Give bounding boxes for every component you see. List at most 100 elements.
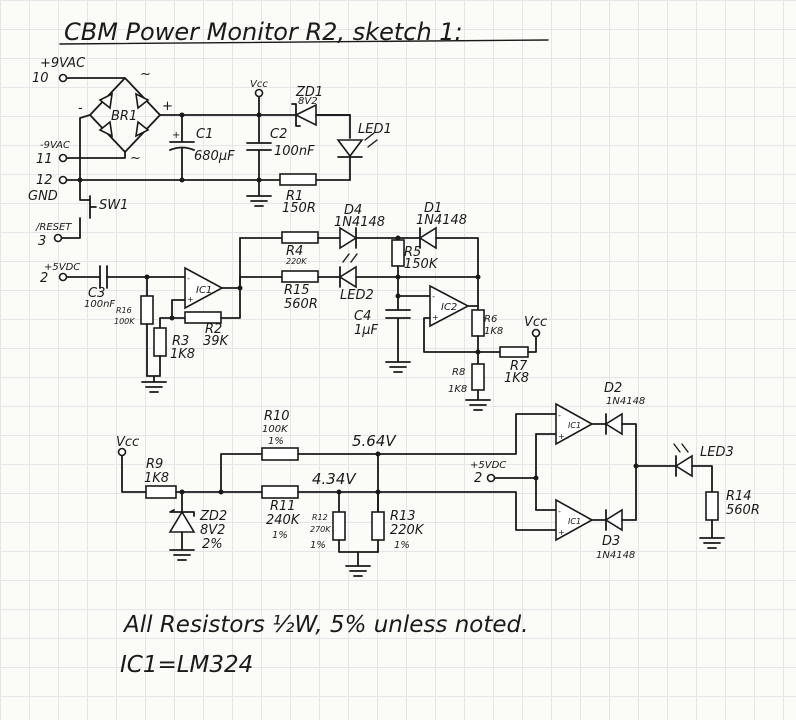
r9-name: R9 (146, 457, 163, 472)
zd1-name: ZD1 (295, 85, 323, 100)
r3-value: 1K8 (170, 347, 195, 362)
r14-name: R14 (726, 489, 752, 504)
pin-2-top-label: 2 (40, 271, 48, 286)
r3-name: R3 (172, 334, 189, 349)
r4-name: R4 (286, 244, 303, 259)
zd2-name: ZD2 (199, 509, 227, 524)
ic1-upper-label: IC1 (568, 421, 581, 430)
zd1-value: 8V2 (298, 96, 318, 107)
c3-symbol (99, 265, 108, 289)
voltage-lower: 4.34V (312, 470, 357, 488)
c4-value: 1µF (354, 323, 379, 338)
ic1-upper-plus: + (558, 432, 565, 441)
ic2-plus: + (432, 313, 439, 322)
bridge-diodes (98, 92, 150, 138)
zd2-tol: 2% (202, 537, 223, 552)
r13-name: R13 (390, 509, 416, 524)
led3-rays (673, 443, 689, 453)
wire-sw1-reset (61, 217, 81, 239)
ic1-minus: - (187, 274, 190, 283)
r12-name: R12 (312, 513, 328, 522)
r11-tol: 1% (272, 530, 288, 541)
r5-symbol (391, 239, 405, 267)
r7-symbol (499, 346, 529, 358)
d4-symbol (339, 226, 358, 250)
r3-symbol (153, 327, 167, 357)
r4-value: 220K (286, 257, 307, 266)
wire-bridge-minus (79, 114, 91, 181)
r13-value: 220K (390, 523, 425, 538)
r2-value: 39K (203, 334, 230, 349)
r11-symbol (261, 485, 299, 499)
r1-value: 150R (282, 201, 316, 216)
d3-name: D3 (602, 534, 620, 549)
ic1-plus: + (187, 295, 194, 304)
ic1-lower-minus: - (558, 507, 561, 516)
bridge-plus: + (162, 99, 173, 114)
r15-symbol (281, 270, 319, 283)
r14-symbol (705, 491, 719, 521)
ic1-lower-label: IC1 (568, 517, 581, 526)
c2-value: 100nF (274, 144, 315, 159)
c3-name: C3 (88, 286, 105, 301)
ground-zd2 (169, 531, 195, 561)
r15-name: R15 (284, 283, 310, 298)
label-plus5vdc-bottom: +5VDC (470, 460, 506, 471)
c1-symbol (169, 114, 195, 181)
label-gnd: GND (28, 189, 58, 204)
led1-name: LED1 (358, 122, 392, 137)
sw1-name: SW1 (99, 198, 128, 213)
wire-pin11-bridge (66, 151, 126, 159)
d2-value: 1N4148 (606, 396, 645, 407)
vcc-bottom-label: Vcc (116, 435, 139, 450)
pin-10-label: 10 (32, 71, 49, 86)
note-ic: IC1=LM324 (120, 652, 253, 678)
d2-symbol (604, 412, 623, 436)
d2-name: D2 (604, 381, 622, 396)
c1-value: 680µF (194, 149, 235, 164)
zd1-symbol (294, 103, 317, 127)
bridge-minus: - (78, 101, 83, 116)
r1-name: R1 (286, 189, 303, 204)
led2-rays (342, 253, 358, 263)
r12-tol: 1% (310, 540, 326, 551)
wire-ic1-output (220, 237, 241, 319)
pin-12-label: 12 (36, 173, 53, 188)
pin-12 (58, 175, 68, 185)
r10-tol: 1% (268, 436, 284, 447)
ic1-lower-comparator (555, 498, 594, 542)
bridge-label: BR1 (111, 109, 137, 124)
r10-name: R10 (264, 409, 290, 424)
r5-name: R5 (404, 245, 421, 260)
r9-value: 1K8 (144, 471, 169, 486)
led3-name: LED3 (700, 445, 734, 460)
label-plus5vdc-top: +5VDC (44, 262, 80, 273)
led1-symbol (336, 139, 364, 158)
pin-2-bottom-label: 2 (474, 471, 482, 486)
r1-symbol (279, 173, 317, 186)
wire-zd1-led1 (315, 114, 351, 139)
ic1-lower-plus: + (558, 528, 565, 537)
c2-name: C2 (270, 127, 287, 142)
r8-symbol (471, 363, 485, 391)
r7-name: R7 (510, 359, 528, 374)
ic2-symbol (429, 284, 470, 328)
led3-symbol (674, 454, 693, 478)
wire-upper-ref (297, 413, 557, 455)
ground-ic1 (141, 375, 167, 393)
wire-lower-ref (377, 491, 557, 531)
zd2-value: 8V2 (200, 523, 225, 538)
pin-11-label: 11 (36, 152, 53, 167)
r7-value: 1K8 (504, 371, 529, 386)
c3-value: 100nF (84, 299, 115, 310)
r16-symbol (140, 295, 154, 325)
r6-name: R6 (484, 314, 497, 325)
r11-value: 240K (266, 513, 301, 528)
r10-symbol (261, 447, 299, 461)
ground-r14 (699, 519, 725, 549)
vcc-right-label: Vcc (524, 315, 547, 330)
d1-name: D1 (424, 201, 442, 216)
pin-2-bottom (486, 473, 496, 483)
